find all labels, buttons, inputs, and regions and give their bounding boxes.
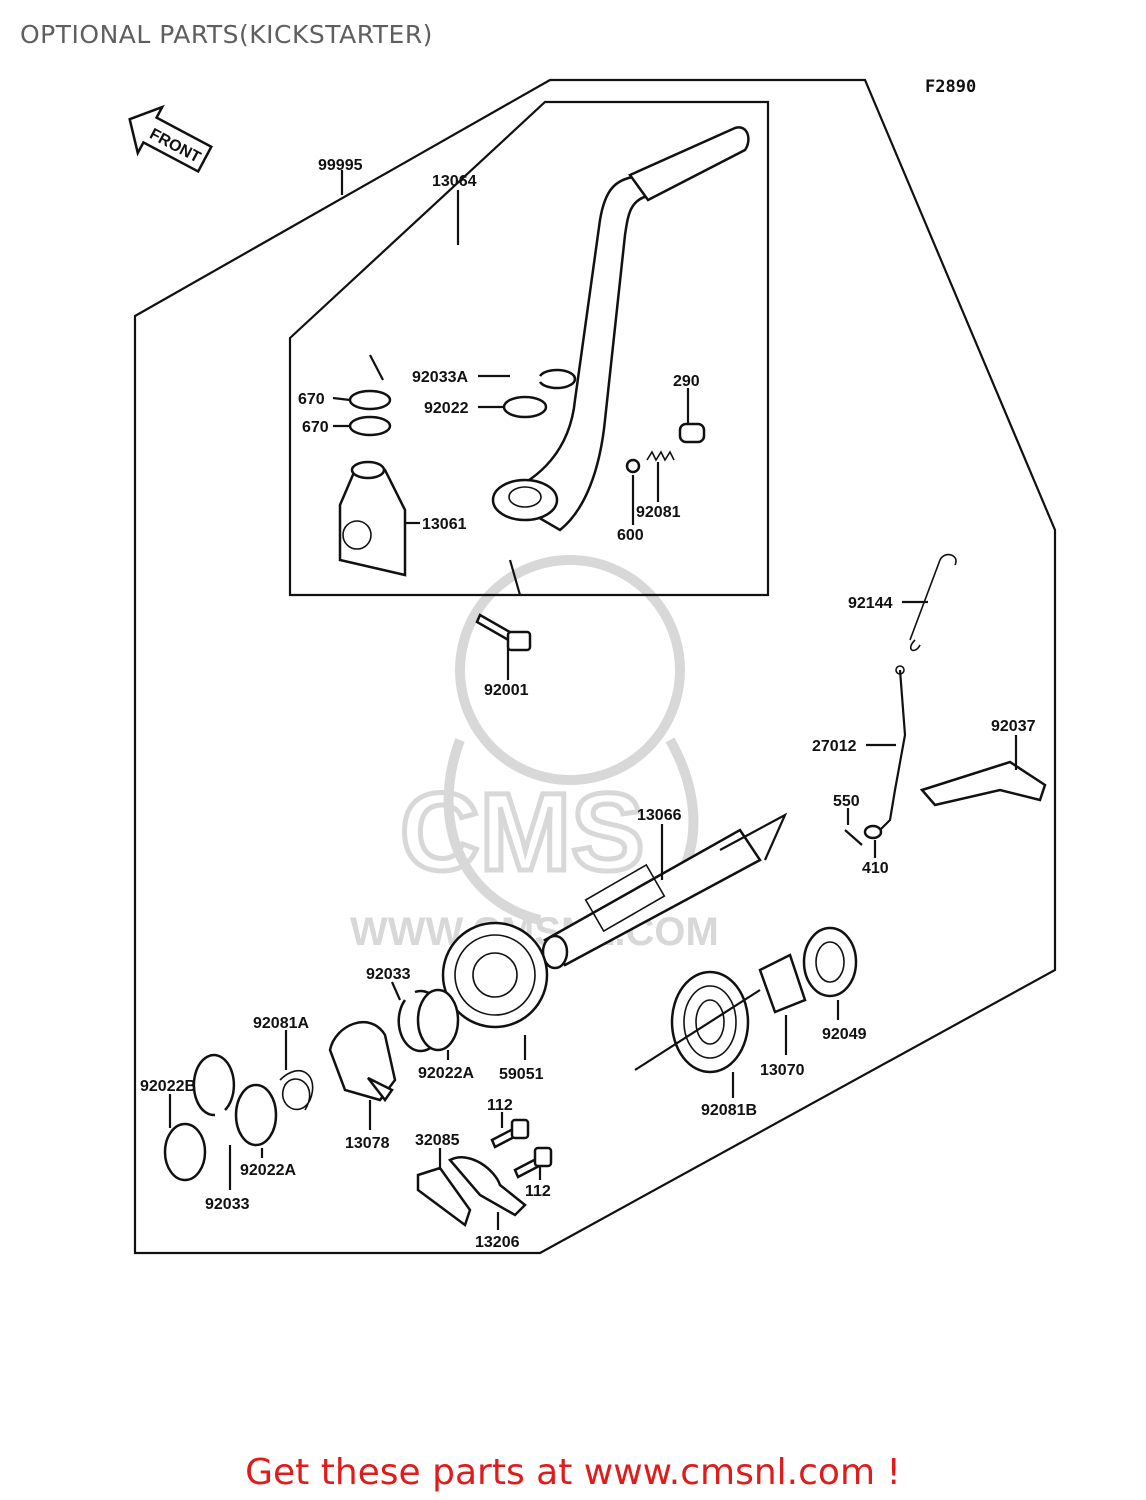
gear-59051: [441, 921, 549, 1029]
bearing-92049: [802, 926, 858, 998]
pin-550: [844, 829, 863, 846]
label-13066: 13066: [637, 807, 682, 824]
label-92022B: 92022B: [140, 1078, 196, 1095]
plate-32085: [416, 1166, 472, 1228]
spring-92081A: [279, 1069, 314, 1111]
page-title: OPTIONAL PARTS(KICKSTARTER): [20, 20, 433, 49]
label-290: 290: [673, 373, 700, 390]
label-59051: 59051: [499, 1066, 544, 1083]
pedal-box: [288, 100, 770, 597]
washer-92022: [502, 395, 548, 419]
label-13061: 13061: [422, 516, 467, 533]
svg-text:CMS: CMS: [400, 771, 644, 894]
ratchet-13078: [328, 1021, 397, 1103]
kick-pedal-lever: [491, 126, 750, 596]
label-13078: 13078: [345, 1135, 390, 1152]
circlip-92033-lower: [192, 1053, 236, 1117]
figure-code: F2890: [925, 77, 976, 97]
kit-outline: [133, 78, 1057, 1255]
label-32085: 32085: [415, 1132, 460, 1149]
stopper-92037: [919, 760, 1047, 807]
label-92001: 92001: [484, 682, 529, 699]
label-92022: 92022: [424, 400, 469, 417]
label-92081: 92081: [636, 504, 681, 521]
rod-27012: [879, 669, 907, 831]
ball-600: [625, 458, 641, 474]
kick-shaft-13066: [541, 812, 788, 970]
kick-boss-part: [338, 460, 407, 577]
label-92081B: 92081B: [701, 1102, 757, 1119]
label-550: 550: [833, 793, 860, 810]
spring-92081B: [634, 970, 761, 1074]
leader-lines: [168, 170, 1018, 1230]
label-92144: 92144: [848, 595, 893, 612]
label-13206: 13206: [475, 1234, 520, 1251]
label-670-upper: 670: [298, 391, 325, 408]
circlip-670-upper: [348, 389, 392, 411]
label-92037: 92037: [991, 718, 1036, 735]
washer-92022B: [163, 1122, 207, 1182]
washer-92022A-upper: [416, 988, 460, 1052]
label-92022A-lower: 92022A: [240, 1162, 296, 1179]
snap-ring-92033A: [538, 368, 577, 390]
washer-92022A-lower: [234, 1083, 278, 1147]
spring-92144: [909, 553, 957, 652]
front-arrow-icon: FRONT: [128, 104, 213, 174]
label-92081A: 92081A: [253, 1015, 309, 1032]
bolt-112-upper: [490, 1118, 530, 1149]
bolt-92001: [475, 613, 532, 652]
label-13070: 13070: [760, 1062, 805, 1079]
label-99995: 99995: [318, 157, 363, 174]
label-92022A-upper: 92022A: [418, 1065, 474, 1082]
label-410: 410: [862, 860, 889, 877]
washer-410: [863, 824, 883, 840]
label-92049: 92049: [822, 1026, 867, 1043]
label-600: 600: [617, 527, 644, 544]
cap-290: [678, 422, 706, 444]
label-13064: 13064: [432, 173, 477, 190]
label-92033A: 92033A: [412, 369, 468, 386]
label-92033-lower: 92033: [205, 1196, 250, 1213]
bolt-112-lower: [513, 1146, 553, 1179]
cmsnl-footer-link[interactable]: Get these parts at www.cmsnl.com !: [245, 1452, 901, 1493]
label-112-lower: 112: [525, 1183, 551, 1200]
label-92033-upper: 92033: [366, 966, 411, 983]
label-670-lower: 670: [302, 419, 329, 436]
label-27012: 27012: [812, 738, 857, 755]
spring-92081: [646, 450, 675, 462]
circlip-670-lower: [348, 415, 392, 437]
plate-13206: [448, 1156, 527, 1217]
collar-13070: [758, 953, 807, 1014]
label-112-upper: 112: [487, 1097, 513, 1114]
